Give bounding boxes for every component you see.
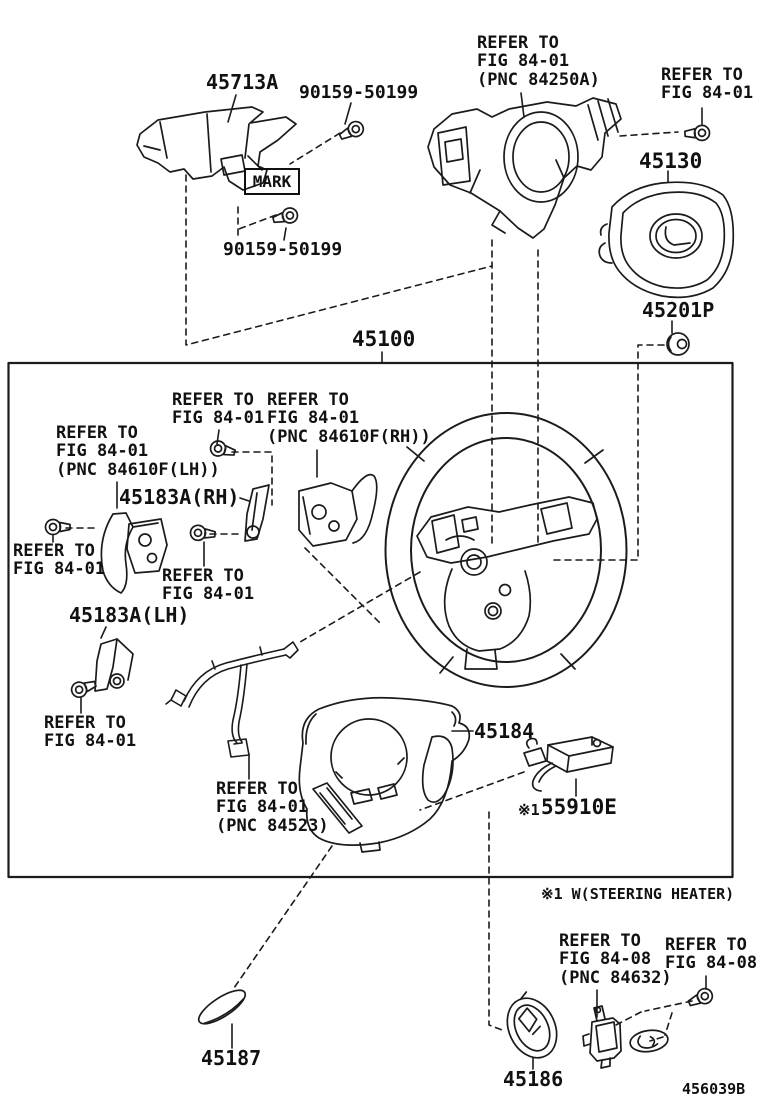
label-55910e: 55910E xyxy=(541,795,617,819)
label-refer-bottom-left: REFER TO FIG 84-01 xyxy=(44,713,137,752)
paddle-rh-drawing xyxy=(245,485,269,541)
mark-label: MARK xyxy=(252,172,292,191)
badge-45186-drawing xyxy=(496,987,566,1066)
label-refer-lh: REFER TO FIG 84-01 (PNC 84610F(LH)) xyxy=(56,423,220,480)
screw-90159-top xyxy=(336,118,367,145)
label-refer-bottom-right: REFER TO FIG 84-08 xyxy=(665,935,758,974)
screw-airbag xyxy=(683,124,711,143)
actuator-drawing xyxy=(583,1006,621,1068)
screw-paddle-lh xyxy=(44,518,71,536)
label-refer-mid: REFER TO FIG 84-01 xyxy=(172,390,265,429)
screw-paddle-lh-lower xyxy=(68,675,99,701)
mark-label-box: MARK xyxy=(244,168,300,195)
screw-90159-bottom xyxy=(270,205,300,228)
label-refer-top-right: REFER TO FIG 84-01 xyxy=(661,65,754,104)
label-refer-mid-low: REFER TO FIG 84-01 xyxy=(162,566,255,605)
label-45186: 45186 xyxy=(503,1067,564,1091)
label-refer-far-left: REFER TO FIG 84-01 xyxy=(13,541,106,580)
wire-harness-drawing xyxy=(166,642,298,757)
label-refer-84250a: REFER TO FIG 84-01 (PNC 84250A) xyxy=(477,33,600,90)
label-refer-rh: REFER TO FIG 84-01 (PNC 84610F(RH)) xyxy=(267,390,431,447)
key-cylinder-drawing xyxy=(629,1028,670,1054)
label-90159-50199-top: 90159-50199 xyxy=(299,82,419,103)
lower-cover-drawing xyxy=(299,698,469,852)
label-45201p: 45201P xyxy=(642,298,715,322)
label-45183a-lh: 45183A(LH) xyxy=(69,603,190,627)
column-cover-drawing xyxy=(428,98,621,238)
leader-lines xyxy=(53,93,706,1069)
heater-ecu-drawing xyxy=(524,737,613,791)
clip-45201p-drawing xyxy=(667,333,689,355)
label-90159-50199-bottom: 90159-50199 xyxy=(223,239,343,260)
screw-bottom-right xyxy=(685,985,716,1011)
label-45100: 45100 xyxy=(352,327,416,351)
label-note-1: ※1 xyxy=(518,801,540,819)
main-assembly-box xyxy=(9,363,733,877)
label-refer-84523: REFER TO FIG 84-01 (PNC 84523) xyxy=(216,779,329,836)
garnish-45187-drawing xyxy=(194,984,250,1029)
label-refer-84632: REFER TO FIG 84-08 (PNC 84632) xyxy=(559,931,672,988)
paddle-lh-lower-drawing xyxy=(95,639,133,691)
steering-heater-footnote: ※1 W(STEERING HEATER) xyxy=(541,885,735,903)
paddle-switch-lh-drawing xyxy=(101,513,167,593)
diagram-code: 456039B xyxy=(682,1080,746,1098)
label-45713a: 45713A xyxy=(206,70,279,94)
label-45187: 45187 xyxy=(201,1046,262,1070)
switch-module-rh-drawing xyxy=(299,475,377,546)
label-45183a-rh: 45183A(RH) xyxy=(119,485,240,509)
label-45130: 45130 xyxy=(639,149,703,173)
steering-wheel-drawing xyxy=(386,413,627,687)
dashed-leader-lines xyxy=(66,132,692,1041)
airbag-module-drawing xyxy=(599,182,733,297)
lexus-logo-icon xyxy=(650,214,702,258)
label-45184: 45184 xyxy=(474,719,535,743)
